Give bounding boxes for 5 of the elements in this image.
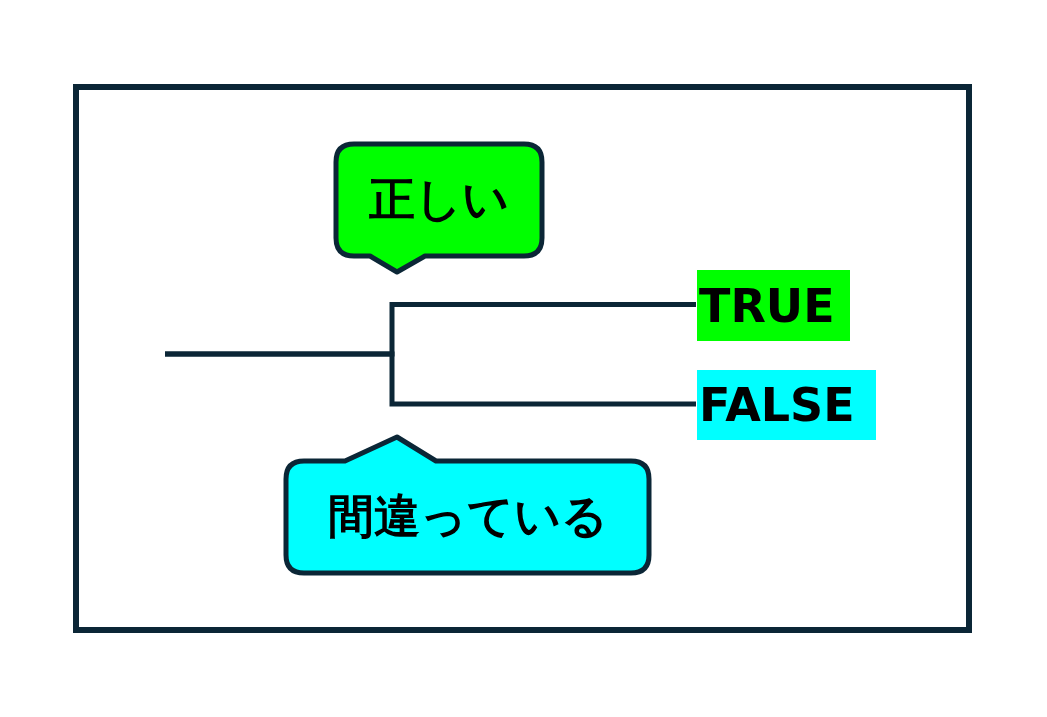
highlighted-label: FALSE bbox=[697, 370, 876, 440]
speech-bubble: 間違っている bbox=[283, 434, 652, 576]
highlighted-label: TRUE bbox=[697, 270, 850, 341]
speech-bubble: 正しい bbox=[333, 141, 545, 275]
branch-line bbox=[165, 351, 696, 407]
